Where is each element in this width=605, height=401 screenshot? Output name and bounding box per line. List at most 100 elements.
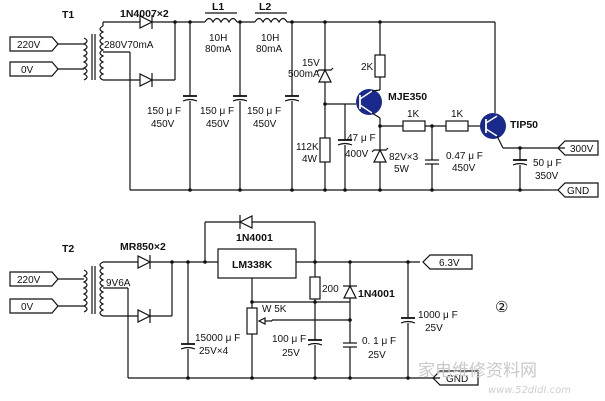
svg-text:300V: 300V	[570, 144, 594, 155]
rectifier-diode-bottom	[139, 73, 154, 87]
t2-winding-label: 9V6A	[106, 278, 131, 289]
svg-text:220V: 220V	[17, 275, 41, 286]
svg-text:1K: 1K	[407, 109, 420, 120]
svg-text:1N4001: 1N4001	[236, 232, 273, 244]
svg-text:TIP50: TIP50	[510, 119, 538, 131]
svg-text:450V: 450V	[452, 163, 476, 174]
svg-text:80mA: 80mA	[256, 44, 282, 55]
top-input-0v-port: 0V	[9, 61, 59, 77]
potentiometer-5k: W 5K	[246, 304, 287, 335]
svg-text:1000 μ F: 1000 μ F	[418, 310, 458, 321]
svg-text:25V×4: 25V×4	[199, 346, 229, 357]
bottom-output-gnd-port: GND	[432, 370, 479, 386]
protect-diode-1n4001: 1N4001	[343, 284, 395, 300]
cap-15000uf: 15000 μ F 25V×4	[180, 262, 240, 378]
svg-text:0V: 0V	[21, 302, 34, 313]
svg-text:6.3V: 6.3V	[439, 258, 460, 269]
svg-text:5W: 5W	[394, 164, 410, 175]
transformer-t1: T1 280V70mA	[62, 9, 154, 81]
mr850-diode-top	[137, 255, 152, 269]
top-input-220v-port: 220V	[9, 36, 59, 52]
bypass-diode-1n4001: 1N4001	[236, 215, 273, 244]
svg-text:10H: 10H	[209, 33, 227, 44]
svg-text:150 μ F: 150 μ F	[200, 106, 234, 117]
t2-label: T2	[62, 243, 74, 255]
svg-text:400V: 400V	[345, 149, 369, 160]
transistor-tip50: TIP50	[480, 113, 538, 139]
svg-text:L1: L1	[212, 1, 224, 13]
svg-text:15000 μ F: 15000 μ F	[195, 333, 240, 344]
t1-winding-label: 280V70mA	[104, 40, 154, 51]
svg-text:GND: GND	[567, 186, 589, 197]
resistor-2k: 2K	[361, 54, 386, 78]
svg-text:MJE350: MJE350	[388, 91, 427, 103]
zener-15v: 15V 500mA	[288, 58, 334, 83]
watermark-url: www.52dIdI.com	[488, 385, 571, 396]
svg-text:450V: 450V	[253, 119, 277, 130]
svg-text:100 μ F: 100 μ F	[272, 334, 306, 345]
filter-cap-3: 150 μ F 450V	[247, 22, 300, 190]
svg-text:150 μ F: 150 μ F	[147, 106, 181, 117]
svg-text:500mA: 500mA	[288, 69, 320, 80]
svg-text:200: 200	[322, 284, 339, 295]
bottom-input-0v-port: 0V	[9, 298, 59, 314]
top-output-gnd-port: GND	[557, 182, 599, 198]
transistor-mje350: MJE350	[356, 89, 427, 115]
svg-text:L2: L2	[259, 1, 271, 13]
svg-text:1N4001: 1N4001	[358, 288, 395, 300]
filter-cap-1: 150 μ F 450V	[147, 22, 198, 190]
rectifier2-label: MR850×2	[120, 241, 166, 253]
zener-82v: 82V×3 5W	[371, 126, 419, 175]
rectifier-label: 1N4007×2	[120, 8, 169, 20]
svg-text:80mA: 80mA	[205, 44, 231, 55]
svg-text:0. 1 μ F: 0. 1 μ F	[362, 336, 396, 347]
cap-50uf: 50 μ F 350V	[512, 158, 562, 182]
svg-text:15V: 15V	[302, 58, 320, 69]
svg-text:450V: 450V	[206, 119, 230, 130]
regulator-lm338k: LM338K	[217, 248, 297, 279]
cap-01uf: 0. 1 μ F 25V	[343, 336, 396, 361]
svg-text:0.47 μ F: 0.47 μ F	[446, 151, 483, 162]
inductor-l2: L2 10H 80mA	[254, 1, 288, 55]
bottom-output-63v-port: 6.3V	[422, 254, 473, 270]
svg-text:4W: 4W	[302, 154, 318, 165]
cap-47uf: 47 μ F 400V	[337, 133, 376, 160]
svg-text:W 5K: W 5K	[262, 304, 287, 315]
top-output-300v-port: 300V	[557, 140, 599, 156]
svg-text:25V: 25V	[282, 348, 300, 359]
resistor-1k-b: 1K	[445, 109, 469, 132]
top-circuit: 220V 0V T1 280V70mA 1N4007×2	[9, 1, 599, 198]
cap-047uf: 0.47 μ F 450V	[425, 151, 483, 174]
svg-text:LM338K: LM338K	[232, 259, 273, 271]
watermark-text: 家电维修资料网	[418, 361, 537, 381]
svg-text:150 μ F: 150 μ F	[247, 106, 281, 117]
svg-text:25V: 25V	[425, 323, 443, 334]
bottom-input-220v-port: 220V	[9, 271, 59, 287]
svg-text:47 μ F: 47 μ F	[347, 133, 376, 144]
svg-text:25V: 25V	[368, 350, 386, 361]
cap-1000uf: 1000 μ F 25V	[400, 310, 458, 334]
mr850-diode-bottom	[137, 309, 152, 323]
svg-text:220V: 220V	[17, 40, 41, 51]
svg-text:112K: 112K	[296, 142, 319, 153]
svg-text:50 μ F: 50 μ F	[533, 158, 562, 169]
bottom-circuit: 220V 0V T2 9V6A MR850×2	[9, 215, 508, 386]
svg-text:2K: 2K	[361, 62, 374, 73]
svg-text:10H: 10H	[261, 33, 279, 44]
svg-text:82V×3: 82V×3	[389, 152, 419, 163]
svg-text:450V: 450V	[151, 119, 175, 130]
resistor-112k: 112K 4W	[296, 137, 331, 165]
svg-text:350V: 350V	[535, 171, 559, 182]
transformer-t2: T2 9V6A	[62, 243, 131, 317]
svg-text:0V: 0V	[21, 65, 34, 76]
t1-label: T1	[62, 9, 74, 21]
cap-100uf: 100 μ F 25V	[272, 334, 323, 359]
resistor-1k-a: 1K	[402, 109, 426, 132]
figure-number-mark: ②	[495, 299, 508, 316]
resistor-200: 200	[309, 276, 339, 300]
svg-text:GND: GND	[446, 374, 468, 385]
filter-cap-2: 150 μ F 450V	[200, 22, 248, 190]
inductor-l1: L1 10H 80mA	[204, 1, 238, 55]
